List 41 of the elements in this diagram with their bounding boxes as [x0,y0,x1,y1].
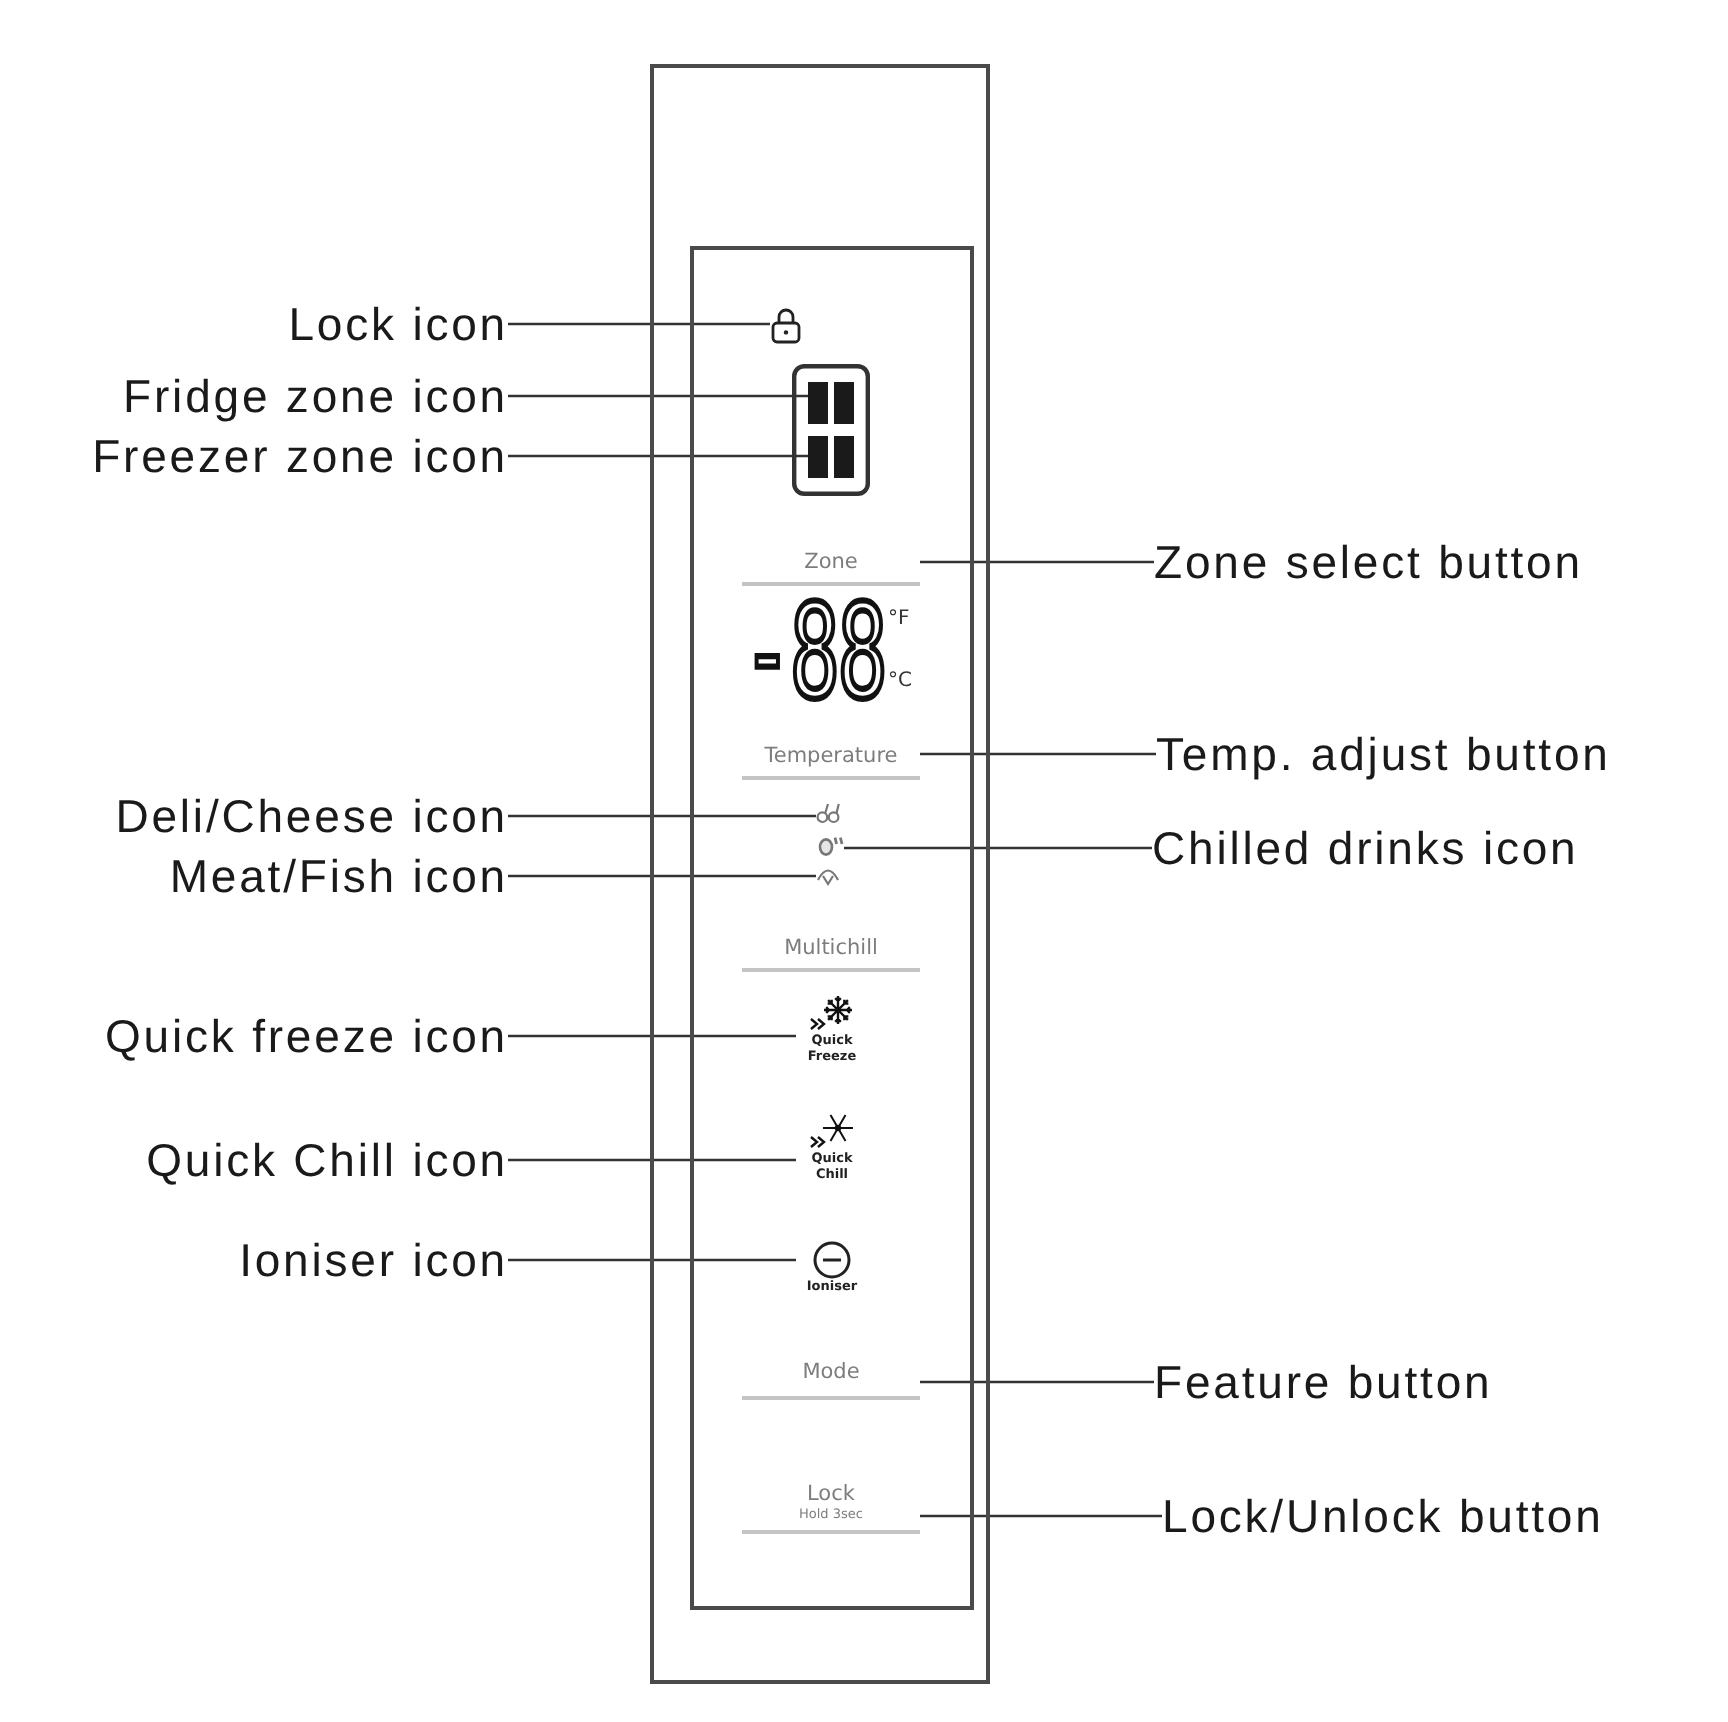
mode-button: Mode [742,1346,920,1400]
callout-label: Ioniser icon [239,1234,508,1286]
callout-label: Lock/Unlock button [1162,1490,1604,1542]
callout-label: Quick freeze icon [105,1010,508,1062]
leader-line [508,1034,796,1038]
appliance-frame [650,64,990,1684]
leader-line [844,846,1152,850]
bar-segments-icon [808,436,854,478]
temperature-button: Temperature [742,728,920,780]
leader-line [920,1514,1162,1518]
dome-icon [816,864,840,886]
unit-label: °F [888,608,910,630]
leader-line [508,874,816,878]
callout-label: Quick Chill icon [146,1134,508,1186]
padlock-icon [770,306,802,344]
leader-line [508,814,816,818]
leader-line [508,454,808,458]
leader-line [920,752,1156,756]
callout-label: Fridge zone icon [123,370,508,422]
leader-line [508,394,808,398]
multichill-button: Multichill [742,920,920,972]
callout-label: Deli/Cheese icon [115,790,508,842]
callout-label: Feature button [1154,1356,1493,1408]
leader-line [508,1258,796,1262]
leader-line [508,1158,796,1162]
oval-icon [818,836,844,856]
callout-label: Lock icon [288,298,508,350]
leader-line [508,322,770,326]
callout-label: Freezer zone icon [92,430,508,482]
callout-label: Zone select button [1154,536,1583,588]
leader-line [920,1380,1154,1384]
temperature-digits: -88 [742,588,885,719]
callout-label: Chilled drinks icon [1152,822,1579,874]
control-panel [690,246,974,1610]
callout-label: Temp. adjust button [1156,728,1611,780]
leader-line [920,560,1154,564]
bar-segments-icon [808,382,854,424]
callout-label: Meat/Fish icon [169,850,508,902]
droplets-icon [816,802,840,824]
zone-button: Zone [742,536,920,586]
unit-label: °C [888,670,912,692]
